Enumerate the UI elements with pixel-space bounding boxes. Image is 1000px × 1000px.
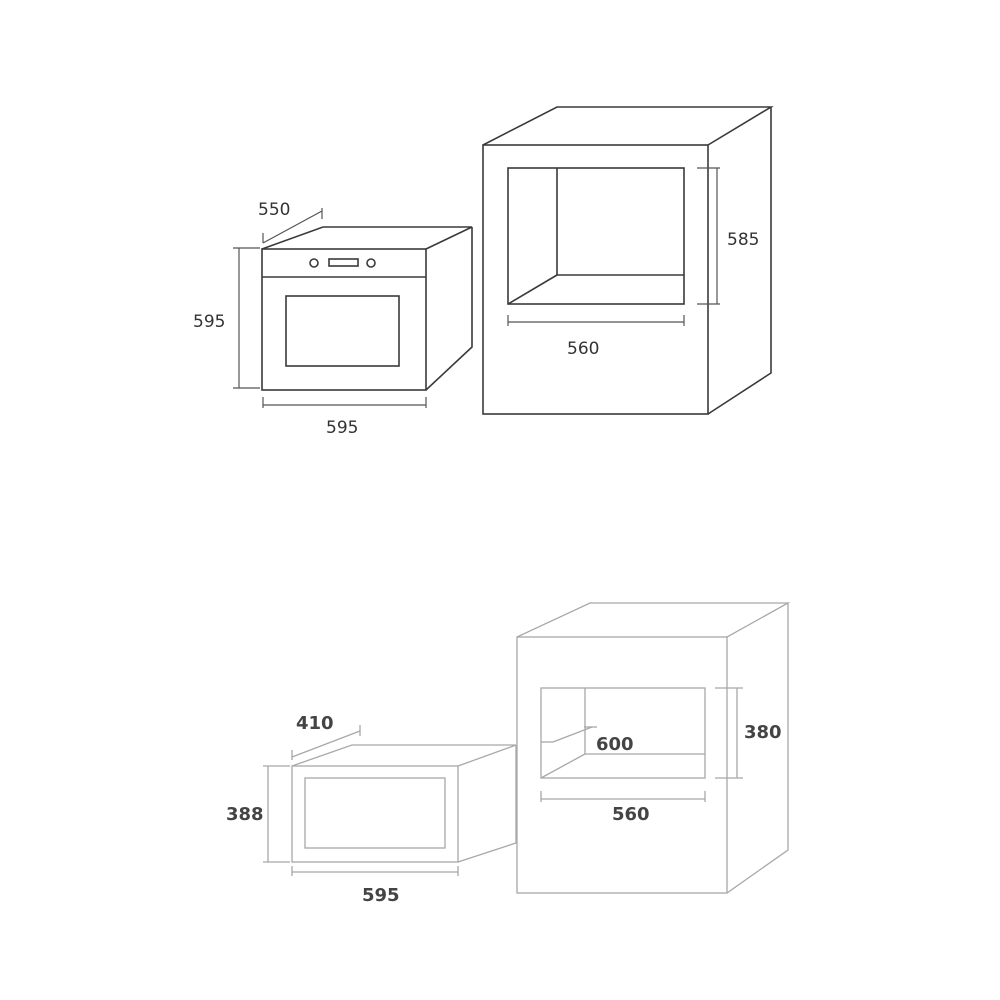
niche-height-dimension <box>697 167 720 305</box>
niche-height-label: 585 <box>727 230 759 250</box>
compact-niche-width-label: 560 <box>612 804 650 825</box>
built-in-oven-drawing: 550 595 595 <box>193 200 473 438</box>
height-dimension <box>233 247 260 389</box>
compact-niche-width-dimension <box>540 791 706 802</box>
oven-width-label: 595 <box>326 418 358 438</box>
oven-front <box>261 248 427 391</box>
compact-oven-side <box>457 745 517 863</box>
oven-top <box>261 226 473 250</box>
width-dimension <box>262 397 427 408</box>
display-panel <box>328 258 359 267</box>
compact-oven-window <box>304 777 446 849</box>
compact-depth-label: 410 <box>296 713 334 734</box>
compact-oven-front <box>291 765 459 863</box>
depth-dimension <box>262 208 323 244</box>
compact-niche-height-label: 380 <box>744 722 782 743</box>
compact-niche-depth-dimension <box>541 726 597 743</box>
compact-depth-dimension <box>291 725 361 760</box>
oven-height-label: 595 <box>193 312 225 332</box>
compact-cabinet-front <box>516 636 728 894</box>
opening-floor-edge <box>507 274 558 305</box>
compact-niche-depth-label: 600 <box>596 734 634 755</box>
cabinet-top <box>482 106 774 146</box>
compact-cabinet-top <box>516 602 791 638</box>
oven-side <box>425 227 473 391</box>
compact-opening-floor-edge <box>540 753 586 779</box>
oven-depth-label: 550 <box>258 200 290 220</box>
cabinet-opening <box>507 167 685 305</box>
cabinet-front <box>482 144 709 415</box>
compact-height-dimension <box>263 765 290 863</box>
compact-height-label: 388 <box>226 804 264 825</box>
compact-niche-height-dimension <box>715 687 743 779</box>
compact-width-dimension <box>291 866 459 876</box>
compact-oven-drawing: 410 388 595 <box>226 713 517 906</box>
compact-cabinet-side <box>726 603 789 894</box>
oven-window <box>285 295 400 367</box>
compact-cabinet-opening <box>540 687 706 779</box>
compact-oven-top <box>291 744 517 767</box>
cabinet-side <box>707 107 772 415</box>
compact-width-label: 595 <box>362 885 400 906</box>
oven-cabinet-drawing: 585 560 <box>482 106 774 415</box>
knob-icon <box>366 258 376 268</box>
knob-icon <box>309 258 319 268</box>
niche-width-label: 560 <box>567 339 599 359</box>
opening-inner <box>556 168 684 276</box>
niche-width-dimension <box>507 315 685 326</box>
compact-cabinet-drawing: 600 380 560 <box>516 602 791 894</box>
